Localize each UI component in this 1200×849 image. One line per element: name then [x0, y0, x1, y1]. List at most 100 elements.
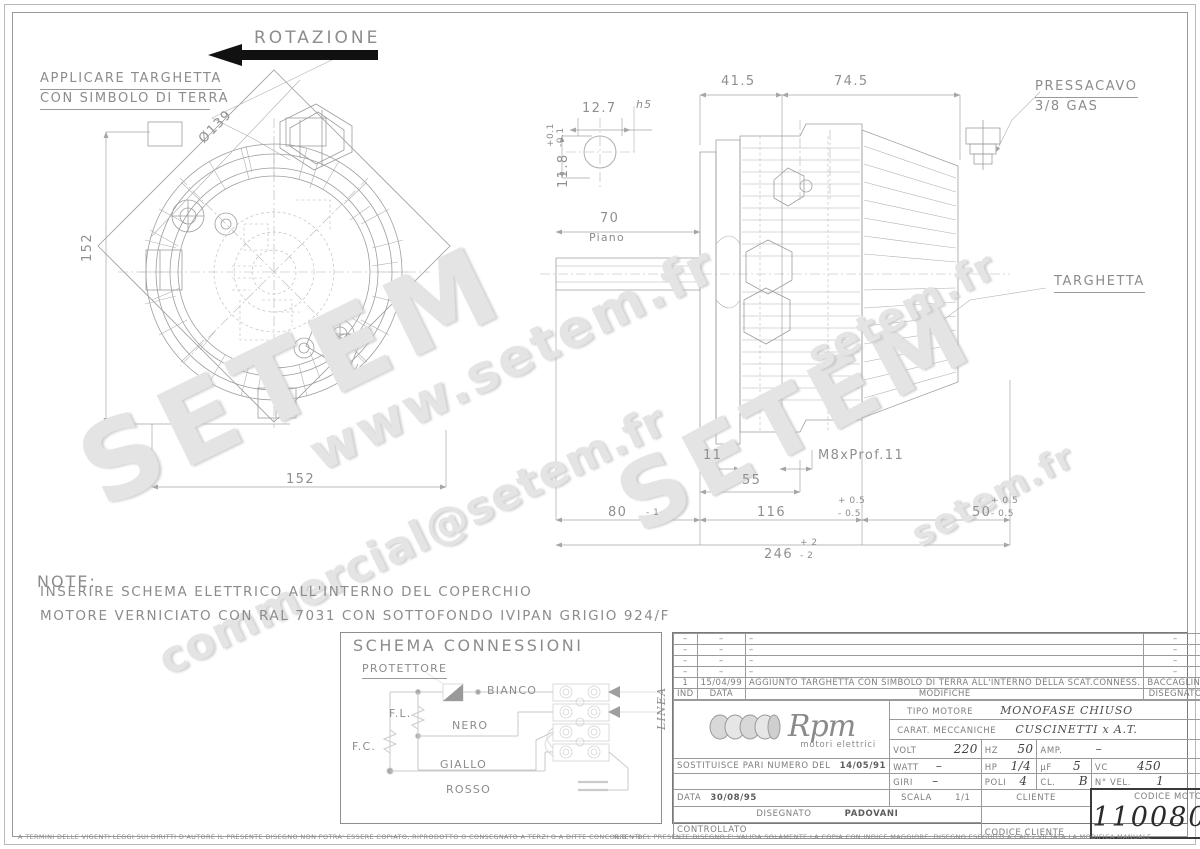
dim-246: 246 — [764, 547, 794, 562]
hz-cell: HZ 50 — [980, 738, 1038, 760]
hz-value: 50 — [1017, 741, 1034, 756]
vc-value: 450 — [1136, 759, 1162, 773]
hp-cell: HP 1/4 — [980, 758, 1038, 774]
dim-246-tol-plus: + 2 — [800, 538, 818, 548]
controllato-cell: CONTROLLATO — [673, 821, 982, 839]
mod-ind: – — [673, 633, 698, 645]
pressacavo-label: PRESSACAVO — [1035, 79, 1138, 99]
giri-cell: GIRI – — [889, 773, 982, 790]
data-cell: DATA 30/08/95 — [672, 788, 891, 807]
mod-text: – — [745, 666, 1145, 678]
note-line-2: MOTORE VERNICIATO CON RAL 7031 CON SOTTO… — [40, 608, 670, 624]
cl-value: B — [1078, 774, 1088, 789]
pressacavo-size: 3/8 GAS — [1035, 99, 1099, 114]
uf-label: µF — [1040, 763, 1052, 773]
hp-value: 1/4 — [1010, 759, 1032, 773]
mod-disegnato: BACCAGLINI — [1143, 677, 1200, 689]
data-value: 30/08/95 — [710, 792, 757, 803]
rotazione-label: ROTAZIONE — [254, 28, 381, 48]
dim-152-vertical-text: 152 — [80, 232, 95, 262]
mod-disegnato: – — [1143, 666, 1200, 678]
rotation-arrow-icon — [208, 44, 378, 66]
drawing-frame-inner — [12, 12, 1188, 837]
cliente-label: CLIENTE — [1016, 792, 1056, 803]
amp-value: – — [1095, 741, 1102, 756]
cl-label: CL. — [1040, 778, 1056, 789]
dim-55: 55 — [742, 473, 762, 488]
sostituisce-cell: SOSTITUISCE PARI NUMERO DEL 14/05/91 — [672, 758, 891, 774]
modifications-header-row: IND DATA MODIFICHE DISEGNATO CONTROLLATO — [673, 688, 1200, 700]
codice-motore-label: CODICE MOTORE — [1134, 792, 1200, 802]
fc-label: F.C. — [352, 740, 377, 753]
sostituisce-spacer — [672, 773, 891, 790]
rpm-logo-word: Rpm — [787, 709, 856, 744]
carat-meccaniche-row: CARAT. MECCANICHE CUSCINETTI x A.T. — [889, 719, 1200, 740]
poli-value: 4 — [1019, 774, 1028, 789]
hz-label: HZ — [984, 745, 999, 756]
applicare-targhetta-line2: CON SIMBOLO DI TERRA — [40, 91, 228, 111]
nvel-label: N° VEL. — [1094, 778, 1132, 788]
dim-80-tolerance: - 1 — [646, 508, 660, 518]
tipo-motore-row: TIPO MOTORE MONOFASE CHIUSO — [889, 699, 1200, 721]
volt-value: 220 — [953, 741, 978, 756]
dim-80: 80 — [608, 505, 628, 520]
dim-m8-prof-11: M8xProf.11 — [818, 448, 905, 463]
mod-disegnato: – — [1143, 644, 1200, 656]
codice-motore-cell: CODICE MOTORE 110080.15 — [1090, 788, 1200, 839]
wire-nero-label: NERO — [452, 719, 489, 732]
legal-text-left: A TERMINI DELLE VIGENTI LEGGI SUI DIRITT… — [18, 833, 644, 841]
scala-cell: SCALA 1/1 — [889, 788, 982, 807]
mod-data: 15/04/99 — [696, 677, 747, 689]
volt-cell: VOLT 220 — [889, 738, 982, 760]
dim-70: 70 — [600, 211, 620, 226]
mod-header-ind: IND — [673, 688, 698, 700]
wiring-diagram-panel — [340, 632, 662, 824]
giri-value: – — [932, 774, 939, 789]
dim-11: 11 — [703, 448, 723, 463]
dim-key-tol-minus: -0.1 — [556, 127, 566, 147]
rpm-logo-subtitle: motori elettrici — [800, 740, 877, 750]
dim-116-tol-plus: + 0.5 — [838, 496, 866, 506]
codice-motore-value: 110080.15 — [1092, 802, 1200, 833]
dim-152-horizontal-text: 152 — [286, 472, 316, 487]
schema-title: SCHEMA CONNESSIONI — [353, 636, 584, 655]
dim-74-5: 74.5 — [834, 74, 869, 89]
codice-cliente-cell: CODICE CLIENTE — [980, 805, 1092, 839]
dim-246-tol-minus: - 2 — [800, 551, 814, 561]
uf-value: 5 — [1073, 759, 1082, 773]
mod-disegnato: – — [1143, 655, 1200, 667]
uf-cell: µF 5 — [1036, 758, 1092, 774]
protettore-label: PROTETTORE — [362, 662, 448, 679]
dim-116-tol-minus: - 0.5 — [838, 509, 861, 519]
fl-label: F.L. — [389, 707, 412, 720]
giri-label: GIRI — [893, 778, 913, 789]
mod-header-disegnato: DISEGNATO — [1143, 688, 1200, 700]
nvel-cell: N° VEL. 1 — [1090, 773, 1200, 790]
wire-rosso-label: ROSSO — [446, 783, 491, 796]
mod-header-data: DATA — [696, 688, 747, 700]
data-label: DATA — [677, 792, 702, 803]
tipo-motore-label: TIPO MOTORE — [907, 706, 974, 717]
watt-value: – — [935, 759, 943, 773]
mod-ind: – — [673, 655, 698, 667]
mod-ind: 1 — [673, 677, 698, 689]
hp-label: HP — [984, 763, 998, 773]
rpm-logo: Rpm motori elettrici — [672, 700, 891, 759]
wire-giallo-label: GIALLO — [440, 758, 488, 771]
carat-label: CARAT. MECCANICHE — [897, 725, 997, 736]
cl-cell: CL. B — [1036, 773, 1092, 790]
mod-data: – — [696, 655, 747, 667]
mod-header-modifiche: MODIFICHE — [745, 688, 1145, 700]
modification-row: –––– — [673, 666, 1200, 678]
titleblock-main-table: Rpm motori elettrici TIPO MOTORE MONOFAS… — [672, 699, 1200, 839]
rpm-logo-icon — [709, 714, 781, 739]
modification-row: –––– — [673, 655, 1200, 667]
applicare-targhetta-line1: APPLICARE TARGHETTA — [40, 71, 222, 91]
amp-cell: AMP. – — [1036, 738, 1200, 760]
dim-key-h5: h5 — [636, 98, 653, 111]
watt-cell: WATT – — [889, 758, 982, 774]
watt-label: WATT — [893, 763, 919, 773]
dim-50-tol-plus: + 0.5 — [991, 496, 1019, 506]
